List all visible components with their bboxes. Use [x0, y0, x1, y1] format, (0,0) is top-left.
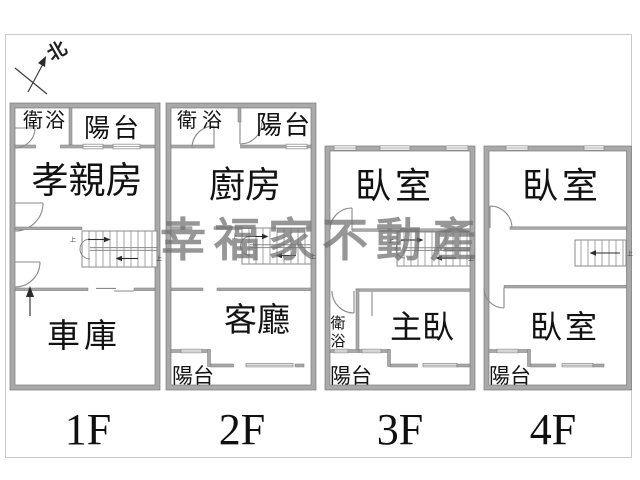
stairs-up-label: 上 [232, 233, 238, 241]
floor-caption-1f: 1F [65, 405, 111, 454]
room-label-2f-kitchen: 廚房 [209, 165, 281, 205]
stairs-up-label: 上 [70, 236, 76, 244]
room-label-2f-living: 客廳 [224, 302, 290, 339]
window [561, 363, 594, 368]
door-arc [239, 121, 263, 145]
door-arc [329, 207, 353, 231]
room-label-3f-bath-2: 浴 [330, 333, 345, 350]
staircase: 上 上 [388, 231, 474, 267]
window [245, 363, 294, 368]
stairs-up-label: 上 [468, 255, 474, 263]
floorplan-2f: 上 上 衛 浴 陽台 廚房 客廳 陽台 [165, 102, 317, 391]
window [285, 143, 308, 150]
room-label-4f-balcony: 陽台 [489, 364, 531, 388]
door-arc [331, 290, 355, 314]
north-label: 北 [44, 37, 71, 66]
staircase: 上 [574, 239, 633, 267]
floorplan-4f: 上 臥室 臥室 陽台 [483, 145, 633, 391]
stairs-up-label: 上 [156, 255, 162, 263]
door-arc [14, 261, 41, 288]
window [82, 143, 141, 150]
room-label-2f-bath: 衛 浴 [177, 109, 222, 132]
room-label-3f-balcony: 陽台 [330, 364, 372, 388]
room-label-1f-parents: 孝親房 [32, 161, 143, 202]
room-label-3f-bedroom: 臥室 [355, 166, 435, 206]
watermark-text: 幸福家不動產 [160, 214, 484, 266]
door-arc [14, 127, 36, 149]
staircase: 上 上 [232, 227, 316, 265]
room-label-1f-balcony: 陽台 [84, 114, 142, 143]
window [505, 145, 605, 151]
window [333, 348, 349, 354]
room-label-4f-bedroom-bottom: 臥室 [530, 309, 600, 345]
room-label-2f-balcony-bottom: 陽台 [172, 364, 214, 388]
room-label-1f-bath: 衛浴 [23, 109, 67, 132]
window [180, 348, 203, 354]
window [361, 348, 382, 354]
north-compass-icon: 北 [14, 37, 71, 95]
window [333, 145, 469, 151]
staircase: 上 上 [70, 230, 162, 268]
entrance-arrow [26, 286, 34, 316]
room-label-1f-garage: 車庫 [47, 318, 121, 355]
door-arc [191, 125, 215, 149]
stairs-up-label: 上 [310, 253, 316, 261]
room-label-3f-master: 主臥 [390, 309, 454, 345]
window [496, 348, 519, 354]
floor-caption-2f: 2F [219, 405, 265, 454]
room-label-2f-balcony-top: 陽台 [256, 111, 312, 140]
door-arc [489, 205, 513, 229]
stairs-up-label: 上 [627, 250, 633, 258]
room-label-3f-bath-1: 衛 [330, 315, 345, 332]
floorplan-1f: 上 上 衛浴 陽台 孝親房 車庫 [9, 102, 162, 391]
room-label-4f-bedroom-top: 臥室 [522, 166, 602, 206]
floor-caption-4f: 4F [530, 405, 576, 454]
stairs-up-label: 上 [388, 237, 394, 245]
door-arc [483, 287, 505, 309]
window [422, 363, 458, 368]
sliding-door [96, 287, 134, 292]
door-arc [14, 202, 44, 232]
floorplan-3f: 上 上 臥室 衛 浴 主臥 陽台 [324, 145, 476, 391]
floor-caption-3f: 3F [377, 405, 423, 454]
